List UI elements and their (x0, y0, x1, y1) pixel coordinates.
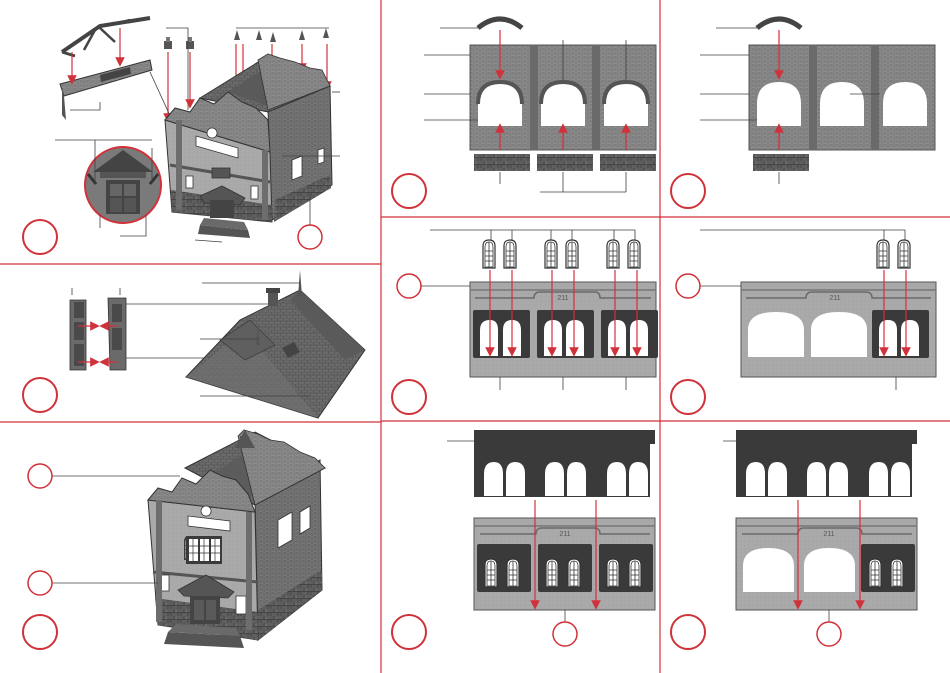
step-panel-rear-side-windows: 211 (671, 230, 936, 414)
step-panel-front-gable-wall (392, 19, 656, 208)
step-marker (392, 380, 426, 414)
step-marker (23, 378, 57, 412)
step-marker (671, 380, 705, 414)
step-marker (23, 615, 57, 649)
step-marker (392, 174, 426, 208)
window-frame-parts (877, 240, 910, 268)
door-detail-zoom (85, 147, 161, 223)
window-frame-overlay-part (736, 430, 917, 497)
arch-trim-part (478, 19, 522, 28)
rear-side-wall-with-windows: 211 (736, 518, 917, 610)
part-number-marker (28, 571, 52, 595)
stone-base-part (753, 154, 809, 171)
step-panel-front-window-frames: 211 (392, 430, 655, 649)
arch-trim-part (757, 19, 801, 28)
chimney-parts (164, 28, 329, 49)
step-panel-front-side-windows: 211 (392, 230, 658, 414)
corner-pier-parts (70, 298, 126, 370)
roof-truss-part (62, 18, 150, 56)
stone-base-parts (474, 154, 656, 171)
plate-number-label: 211 (823, 531, 834, 538)
rear-side-wall-part: 211 (741, 282, 936, 377)
part-number-marker (817, 622, 841, 646)
front-side-wall-part: 211 (470, 282, 658, 377)
plate-number-label: 211 (557, 295, 568, 302)
rear-gable-wall-part (749, 45, 935, 150)
dormer-part (60, 60, 152, 120)
plate-number-label: 211 (829, 295, 840, 302)
finished-building-model (148, 430, 325, 648)
step-panel-rear-window-frames: 211 (671, 430, 917, 649)
part-number-marker (553, 622, 577, 646)
part-number-marker (676, 274, 700, 298)
plate-number-label: 211 (559, 531, 570, 538)
window-frame-parts (483, 240, 640, 268)
window-frame-overlay-part (474, 430, 655, 497)
step-panel-rear-gable-wall (671, 19, 935, 208)
step-panel-main-building (23, 18, 340, 254)
step-panel-finished-model (23, 430, 325, 649)
step-panel-side-piers-and-roof (23, 270, 365, 418)
step-marker (23, 220, 57, 254)
part-number-marker (28, 464, 52, 488)
step-marker (671, 615, 705, 649)
part-number-marker (298, 225, 322, 249)
part-number-marker (397, 274, 421, 298)
step-marker (392, 615, 426, 649)
front-side-wall-with-windows: 211 (474, 518, 655, 610)
step-marker (671, 174, 705, 208)
